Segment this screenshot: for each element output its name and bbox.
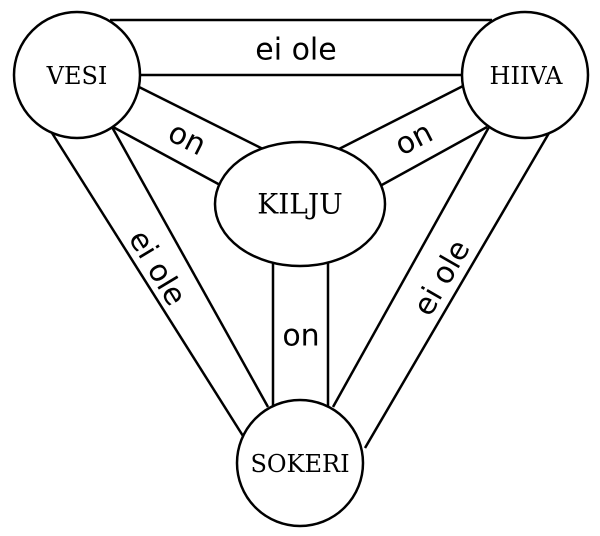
edge-label-hiiva-kilju: on xyxy=(389,115,438,163)
node-hiiva-circle xyxy=(460,10,590,140)
edge-label-vesi-hiiva: ei ole xyxy=(255,33,336,68)
edge-line-hiiva-sokeri-outer xyxy=(363,132,551,449)
edge-label-kilju-sokeri: on xyxy=(282,319,319,354)
node-vesi-circle xyxy=(12,10,142,140)
node-kilju-label: KILJU xyxy=(257,188,342,221)
node-sokeri-circle xyxy=(235,398,365,528)
edge-line-vesi-sokeri-outer xyxy=(50,132,245,437)
edge-label-vesi-sokeri: ei ole xyxy=(121,224,193,312)
edge-line-vesi-sokeri-inner xyxy=(110,126,270,408)
edge-line-vesi-kilju-1 xyxy=(136,84,266,152)
node-vesi-label: VESI xyxy=(46,62,108,90)
edge-line-hiiva-kilju-1 xyxy=(336,84,464,152)
node-sokeri-label: SOKERI xyxy=(250,450,349,478)
node-hiiva-label: HIIVA xyxy=(490,62,564,90)
edge-label-vesi-kilju: on xyxy=(162,115,211,163)
node-kilju-ellipse xyxy=(213,140,387,268)
edge-line-vesi-kilju-2 xyxy=(112,125,223,188)
edge-label-hiiva-sokeri: ei ole xyxy=(406,234,477,322)
edge-line-hiiva-sokeri-inner xyxy=(331,126,491,408)
edge-line-hiiva-kilju-2 xyxy=(379,125,488,188)
